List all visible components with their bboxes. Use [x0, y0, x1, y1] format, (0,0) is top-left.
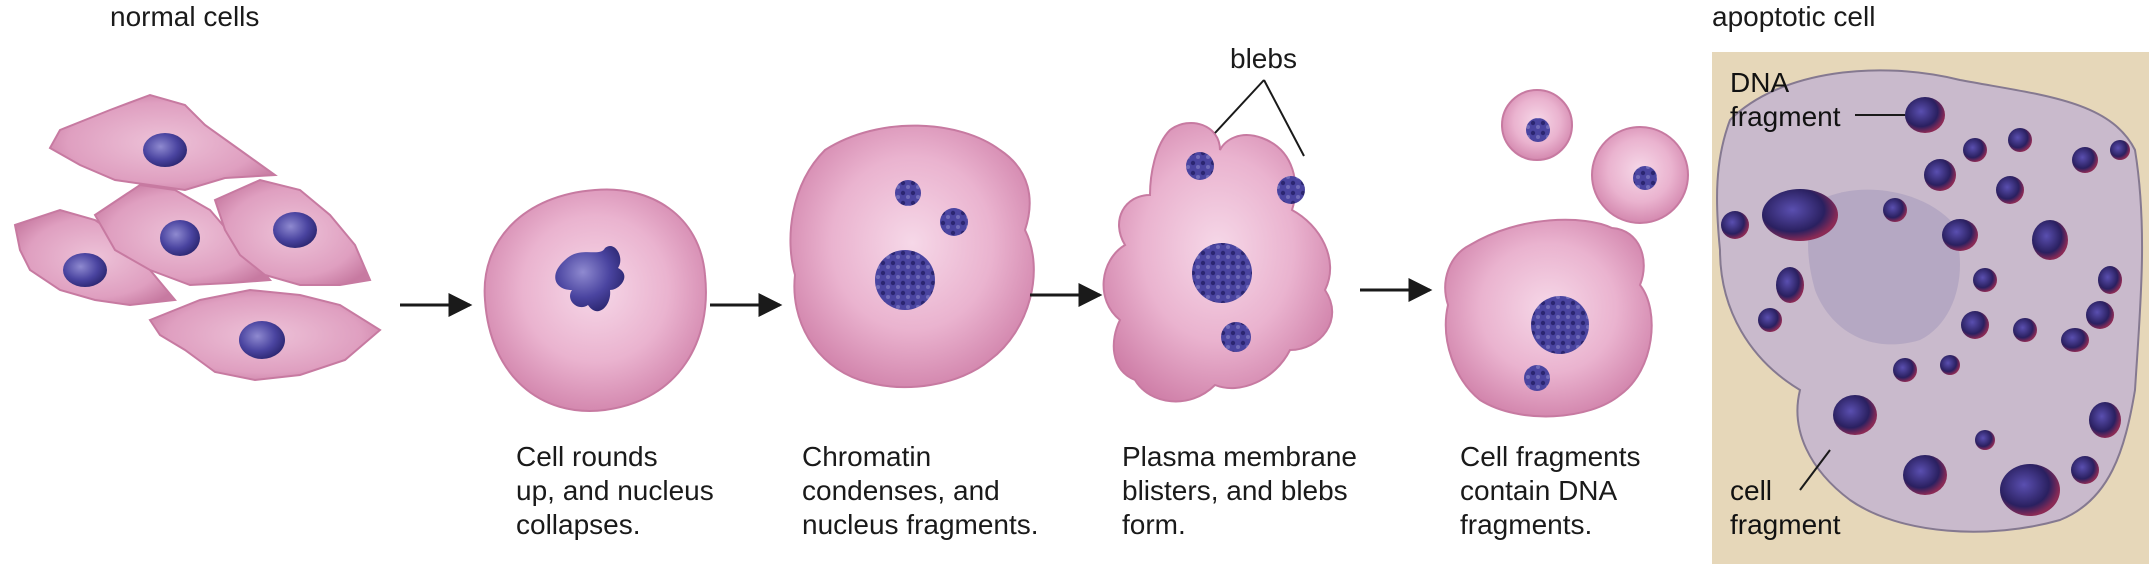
step-4-caption-line-3: fragments.	[1460, 509, 1593, 540]
step-2-caption: Chromatin condenses, and nucleus fragmen…	[802, 440, 1039, 542]
dna-dot-21	[1893, 358, 1917, 382]
normal-cells-label: normal cells	[110, 1, 260, 32]
chromatin-fragment-large	[875, 250, 935, 310]
dna-dot-7	[1963, 138, 1987, 162]
apoptotic-cell-label: apoptotic cell	[1712, 1, 1876, 32]
dna-dot-12	[1942, 219, 1978, 251]
step-2-cell	[789, 124, 1035, 389]
dna-dot-23	[1833, 395, 1877, 435]
dna-dot-22	[1940, 355, 1960, 375]
apoptotic-cell-micrograph	[1712, 52, 2149, 564]
large-fragment-dna	[1531, 296, 1589, 354]
chromatin-fragment-small-2	[940, 208, 968, 236]
dna-dot-28	[1975, 430, 1995, 450]
step-2-caption-line-3: nucleus fragments.	[802, 509, 1039, 540]
chromatin-fragment-small-1	[895, 180, 921, 206]
dna-dot-11	[2110, 140, 2130, 160]
step-4-fragments	[1444, 89, 1689, 418]
dna-fragment-label: DNA fragment	[1730, 66, 1841, 134]
blebs-label: blebs	[1230, 43, 1297, 74]
dna-dot-27	[2071, 456, 2099, 484]
step-3-caption-line-3: form.	[1122, 509, 1186, 540]
step-1-caption-line-2: up, and nucleus	[516, 475, 714, 506]
dna-dot-19	[2061, 328, 2089, 352]
dna-dot-1	[1905, 97, 1945, 133]
bleb-chromatin-1	[1186, 152, 1214, 180]
dna-dot-13	[2032, 220, 2068, 260]
bleb-chromatin-2	[1277, 176, 1305, 204]
step-3-caption-line-2: blisters, and blebs	[1122, 475, 1348, 506]
cell-fragment-pointer	[1799, 449, 1831, 491]
step-4-caption: Cell fragments contain DNA fragments.	[1460, 440, 1641, 542]
cell-fragment-label-line-1: cell	[1730, 475, 1773, 506]
dna-dot-9	[2008, 128, 2032, 152]
cell-fragment-label: cell fragment	[1730, 474, 1841, 542]
dna-dot-16	[2098, 266, 2122, 294]
collapsed-nucleus	[555, 246, 625, 312]
micrograph-inner-region	[1808, 189, 1960, 345]
step-1-caption-line-1: Cell rounds	[516, 441, 658, 472]
dna-dot-25	[1903, 455, 1947, 495]
dna-dot-24	[2089, 402, 2121, 438]
dna-fragment-label-line-1: DNA	[1730, 67, 1790, 98]
dna-dot-6	[1924, 159, 1956, 191]
dna-dot-18	[2013, 318, 2037, 342]
dna-dot-8	[1996, 176, 2024, 204]
step-1-cell	[483, 188, 707, 412]
cell-fragment-label-line-2: fragment	[1730, 509, 1841, 540]
dna-dot-17	[1961, 311, 1989, 339]
step-2-caption-line-1: Chromatin	[802, 441, 932, 472]
normal-cell-5-nucleus	[239, 321, 285, 359]
step-4-caption-line-1: Cell fragments	[1460, 441, 1641, 472]
step-2-caption-line-2: condenses, and	[802, 475, 1000, 506]
dna-dot-3	[1721, 211, 1749, 239]
dna-fragment-label-line-2: fragment	[1730, 101, 1841, 132]
step-4-caption-line-2: contain DNA	[1460, 475, 1618, 506]
step-1-caption-line-3: collapses.	[516, 509, 641, 540]
normal-cells-group	[13, 93, 382, 382]
small-fragment-1-dna	[1526, 118, 1550, 142]
normal-cell-2-nucleus	[63, 253, 107, 287]
dna-dot-5	[1758, 308, 1782, 332]
large-fragment-dna-small	[1524, 365, 1550, 391]
dna-dot-15	[1973, 268, 1997, 292]
normal-cell-1-nucleus	[143, 133, 187, 167]
dna-dot-20	[2086, 301, 2114, 329]
lower-chromatin	[1221, 322, 1251, 352]
normal-cell-4-nucleus	[273, 212, 317, 248]
step-1-caption: Cell rounds up, and nucleus collapses.	[516, 440, 714, 542]
dna-dot-10	[2072, 147, 2098, 173]
dna-dot-4	[1776, 267, 1804, 303]
micrograph-dna-dots	[1721, 97, 2130, 516]
normal-cell-3-nucleus	[160, 220, 200, 256]
blebs-pointer-left	[1214, 79, 1265, 134]
dna-dot-14	[1883, 198, 1907, 222]
step-3-caption-line-1: Plasma membrane	[1122, 441, 1357, 472]
blebs-pointer-right	[1263, 79, 1305, 157]
dna-dot-2	[1762, 189, 1838, 241]
small-fragment-2-dna	[1633, 166, 1657, 190]
step-3-cell	[1102, 79, 1334, 403]
central-chromatin	[1192, 243, 1252, 303]
step-3-caption: Plasma membrane blisters, and blebs form…	[1122, 440, 1357, 542]
dna-dot-26	[2000, 464, 2060, 516]
